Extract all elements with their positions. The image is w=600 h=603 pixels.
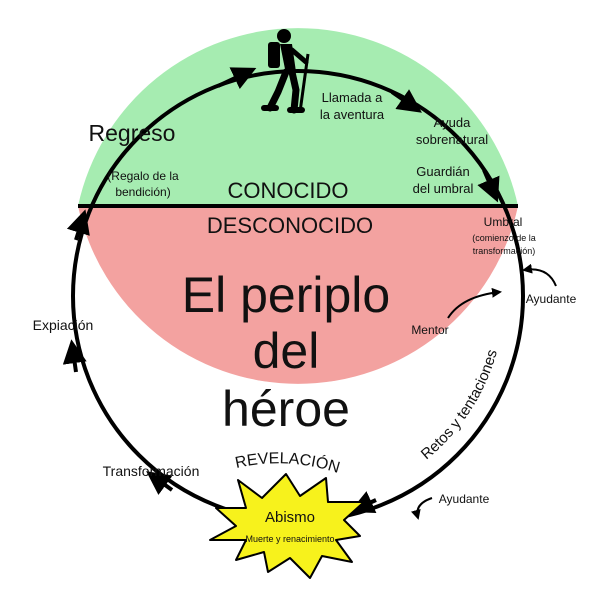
cycle-arrow-aid [390, 89, 422, 113]
title-line-1: El periplo [182, 267, 390, 323]
atonement-label: Expiación [33, 317, 94, 333]
known-region [78, 28, 518, 206]
trials-label: Retos y tentaciones [418, 348, 501, 463]
known-zone-label: CONOCIDO [228, 178, 349, 203]
helper-top-label: Ayudante [526, 292, 577, 306]
mentor-label: Mentor [411, 323, 448, 337]
cycle-arrow-call [217, 67, 257, 90]
cycle-arrow-transformation [146, 471, 174, 495]
call-label-line2: la aventura [320, 107, 385, 122]
threshold-label: Umbral [484, 215, 523, 229]
threshold-note-line2: transformación) [473, 246, 536, 256]
aid-label-line1: Ayuda [434, 115, 471, 130]
abyss-label: Abismo [265, 509, 315, 526]
hiker-icon [261, 29, 310, 114]
cycle-arrow-return [66, 209, 90, 241]
cycle-arrow-threshold [477, 169, 500, 203]
title-line-2: del [253, 323, 320, 379]
guardian-label-line2: del umbral [413, 181, 474, 196]
unknown-zone-label: DESCONOCIDO [207, 213, 373, 238]
transformation-label: Transformación [103, 463, 200, 479]
return-note-line1: (Regalo de la [107, 169, 179, 183]
unknown-region [78, 206, 518, 384]
helper-bottom-arrow [410, 497, 433, 520]
call-label-line1: Llamada a [322, 90, 383, 105]
helper-bottom-label: Ayudante [439, 492, 490, 506]
abyss-burst [209, 473, 365, 579]
threshold-note-line1: (comienzo de la [472, 233, 536, 243]
mentor-arrow [447, 287, 502, 319]
title-line-3: héroe [222, 381, 350, 437]
return-label: Regreso [89, 120, 176, 146]
cycle-arrow-atonement [62, 339, 87, 373]
aid-label-line2: sobrenatural [416, 132, 488, 147]
guardian-label-line1: Guardián [416, 164, 469, 179]
revelation-label: REVELACIÓN [234, 450, 342, 477]
helper-top-arrow [522, 263, 557, 287]
abyss-note: Muerte y renacimiento [245, 534, 334, 544]
return-note-line2: bendición) [115, 185, 170, 199]
